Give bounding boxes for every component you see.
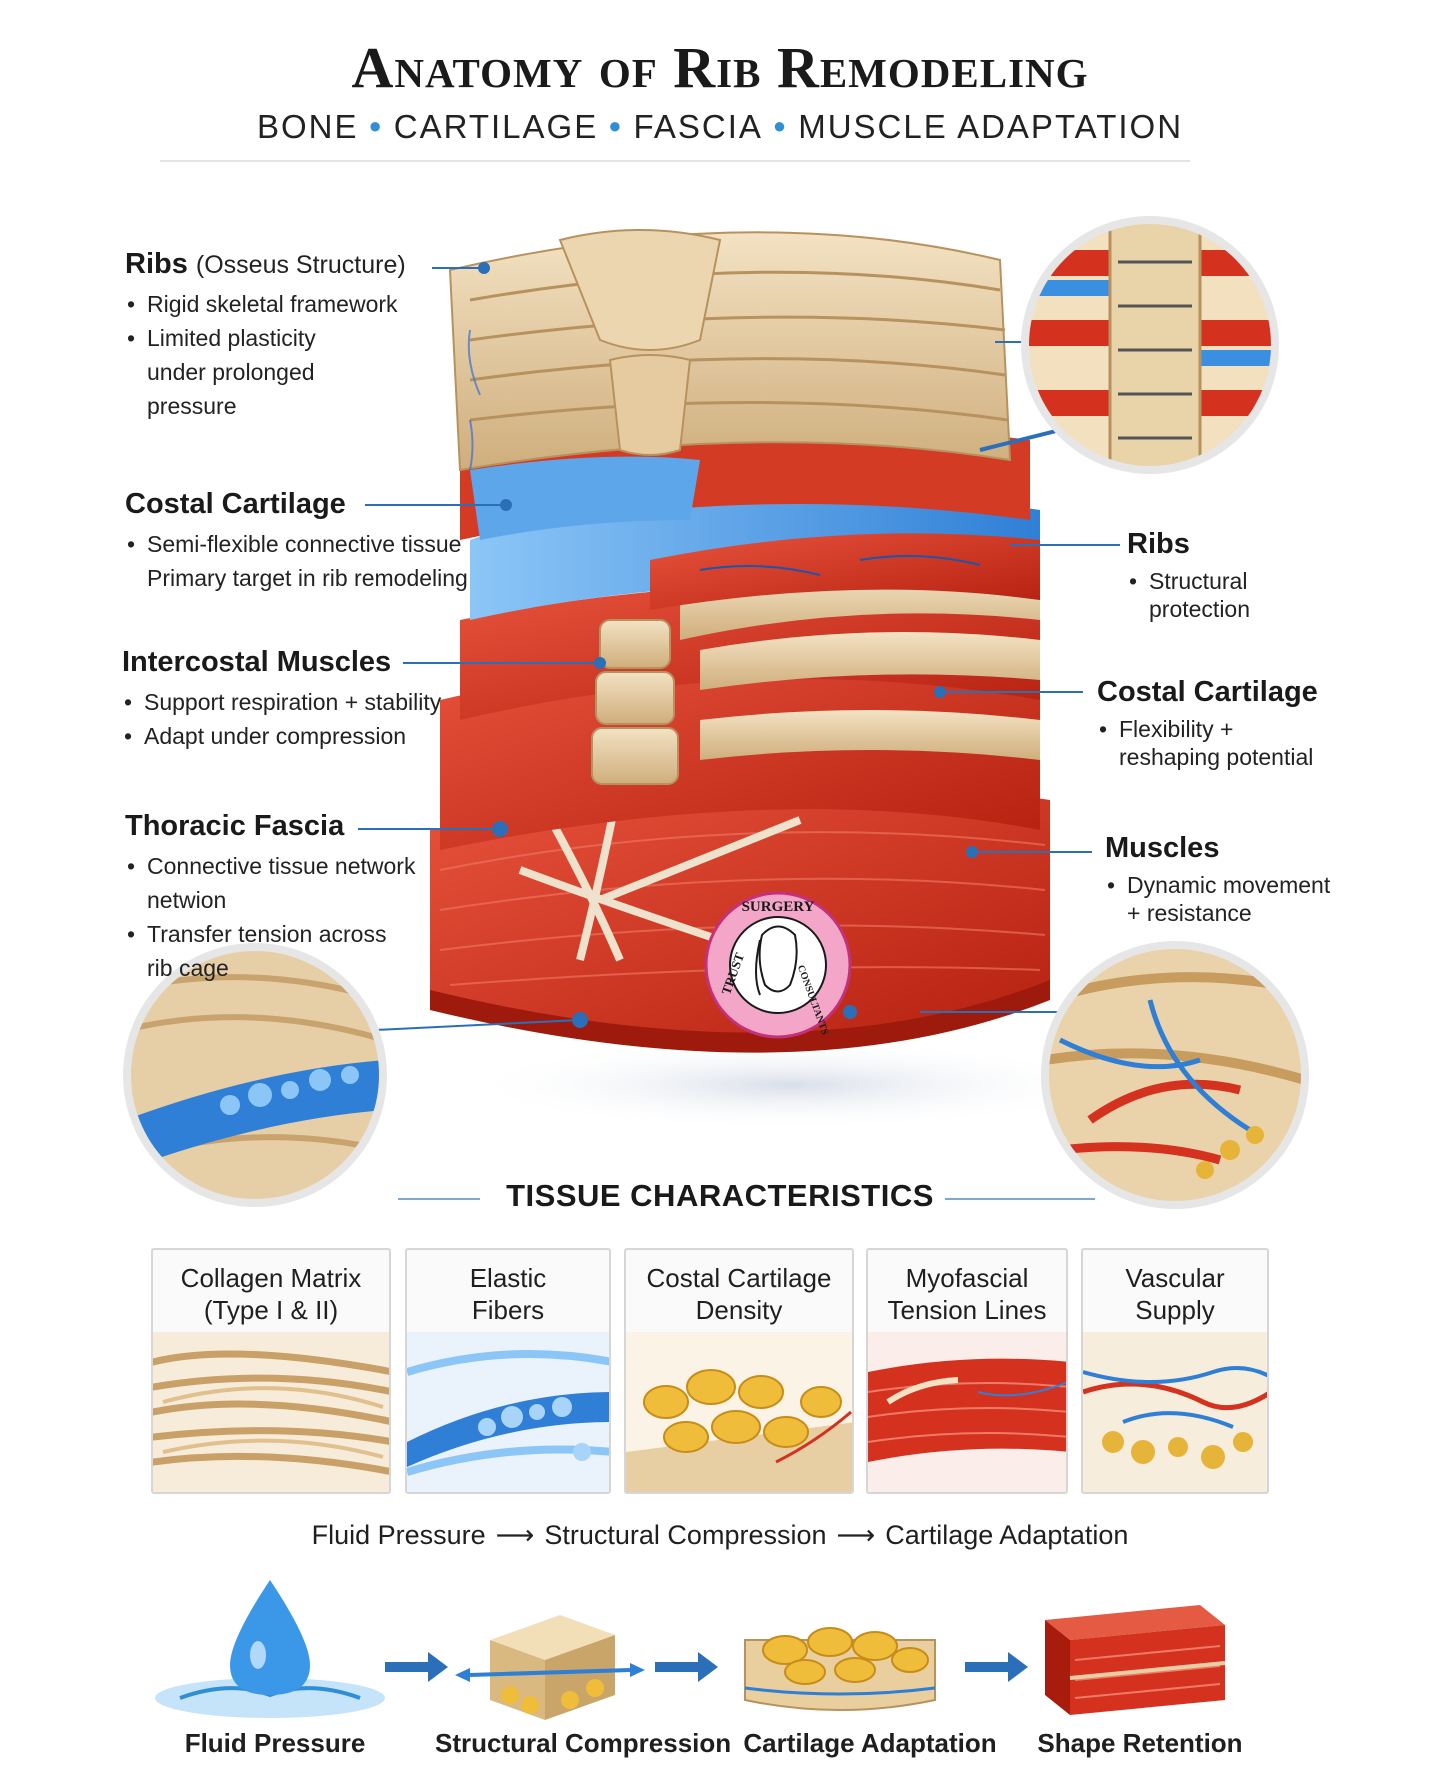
- label-bullet: Structural: [1127, 567, 1250, 595]
- section-line-left: [398, 1198, 480, 1200]
- process-caption: Shape Retention: [1037, 1728, 1243, 1758]
- label-bullet: Dynamic movement: [1105, 871, 1330, 899]
- label-ribs-osseus: Ribs (Osseus Structure) Rigid skeletal f…: [125, 248, 406, 423]
- card-title-line1: Collagen Matrix: [180, 1263, 362, 1293]
- label-bullet-cont: rib cage: [147, 955, 229, 981]
- card-title-line1: Elastic: [469, 1263, 547, 1293]
- label-bullet: Transfer tension across: [125, 917, 415, 951]
- subtitle-muscle: MUSCLE ADAPTATION: [798, 108, 1184, 145]
- vascular-network-icon: [1083, 1332, 1267, 1492]
- flow-step: Cartilage Adaptation: [885, 1520, 1129, 1550]
- card-title-line2: Fibers: [471, 1295, 545, 1325]
- cartilage-cells-icon: [626, 1332, 852, 1492]
- process-caption: Fluid Pressure: [184, 1728, 366, 1758]
- card-title-line2: Supply: [1135, 1295, 1215, 1325]
- header-divider: [160, 160, 1190, 162]
- card-title-line2: Density: [695, 1295, 783, 1325]
- section-line-right: [945, 1198, 1095, 1200]
- cartilage-tray-icon: [744, 1627, 936, 1711]
- label-thoracic-fascia: Thoracic Fascia Connective tissue networ…: [125, 810, 415, 985]
- subtitle-cartilage: CARTILAGE: [393, 108, 599, 145]
- subtitle-bone: BONE: [256, 108, 359, 145]
- arrow-right-icon: ⟶: [836, 1520, 876, 1550]
- card-title-line1: Vascular: [1125, 1263, 1225, 1293]
- section-title-tissue: TISSUE CHARACTERISTICS: [506, 1178, 934, 1213]
- label-title-text: Ribs: [125, 248, 188, 280]
- arrow-right-icon: [385, 1652, 448, 1682]
- label-costal-cartilage: Costal Cartilage Semi-flexible connectiv…: [125, 488, 468, 595]
- label-costal-cartilage-flex: Costal Cartilage Flexibility + reshaping…: [1097, 676, 1318, 771]
- muscle-fibers-icon: [868, 1332, 1066, 1492]
- arrow-right-icon: ⟶: [495, 1520, 535, 1550]
- label-bullet: Rigid skeletal framework: [125, 287, 406, 321]
- page-title: Anatomy of Rib Remodeling: [351, 35, 1089, 100]
- label-bullet: Semi-flexible connective tissue: [125, 527, 468, 561]
- label-title: Costal Cartilage: [1097, 676, 1318, 708]
- label-bullet-cont: protection: [1149, 596, 1251, 622]
- arrow-right-icon: [655, 1652, 718, 1682]
- flow-step: Fluid Pressure: [311, 1520, 486, 1550]
- label-bullet: Limited plasticity: [125, 321, 406, 355]
- dot-icon: ●: [368, 113, 384, 138]
- stamp-logo: [704, 891, 852, 1039]
- process-caption: Cartilage Adaptation: [743, 1728, 997, 1758]
- elastic-fibers-icon: [407, 1332, 609, 1492]
- label-bullet: Support respiration + stability: [122, 685, 441, 719]
- label-bullet-cont: + resistance: [1127, 900, 1252, 926]
- muscle-block-icon: [1045, 1605, 1226, 1715]
- label-bullet: Adapt under compression: [122, 719, 441, 753]
- label-bullet-cont: pressure: [147, 393, 237, 419]
- label-bullet-cont: Primary target in rib remodeling: [147, 565, 468, 591]
- label-title: Ribs (Osseus Structure): [125, 248, 406, 281]
- label-title: Costal Cartilage: [125, 488, 346, 520]
- page-subtitle: BONE ● CARTILAGE ● FASCIA ● MUSCLE ADAPTATION: [0, 108, 1440, 146]
- label-title: Muscles: [1105, 832, 1220, 864]
- stamp-text-top: SURGERY: [741, 899, 815, 915]
- dot-icon: ●: [608, 113, 624, 138]
- label-bullet: Flexibility +: [1097, 715, 1318, 743]
- process-caption: Structural Compression: [435, 1728, 732, 1758]
- label-subtitle: (Osseus Structure): [195, 251, 406, 279]
- label-muscles: Muscles Dynamic movement + resistance: [1105, 832, 1330, 927]
- card-title: Collagen Matrix(Type I & II): [153, 1262, 389, 1326]
- process-illustrations: [155, 1580, 1226, 1720]
- arrow-right-icon: [965, 1652, 1028, 1682]
- card-collagen-matrix: Collagen Matrix(Type I & II): [151, 1248, 391, 1494]
- label-bullet: Connective tissue network: [125, 849, 415, 883]
- label-title: Intercostal Muscles: [122, 646, 392, 678]
- label-ribs-protection: Ribs Structural protection: [1127, 528, 1250, 623]
- label-bullet-cont: netwion: [147, 887, 227, 913]
- compression-block-icon: [455, 1615, 645, 1720]
- card-title-line1: Myofascial: [905, 1263, 1029, 1293]
- water-drop-icon: [155, 1580, 385, 1718]
- card-title-line1: Costal Cartilage: [646, 1263, 832, 1293]
- label-bullet-cont: reshaping potential: [1119, 744, 1314, 770]
- label-intercostal-muscles: Intercostal Muscles Support respiration …: [122, 646, 441, 753]
- card-title-line2: Tension Lines: [887, 1295, 1047, 1325]
- subtitle-fascia: FASCIA: [633, 108, 763, 145]
- flow-step: Structural Compression: [544, 1520, 827, 1550]
- dot-icon: ●: [772, 113, 789, 138]
- label-bullet-cont: under prolonged: [147, 359, 315, 385]
- card-title-line2: (Type I & II): [203, 1295, 339, 1325]
- label-title: Ribs: [1127, 528, 1190, 560]
- label-title: Thoracic Fascia: [125, 810, 345, 842]
- collagen-fibers-icon: [153, 1332, 389, 1492]
- flow-summary: Fluid Pressure ⟶ Structural Compression ⟶ Ca…: [0, 1520, 1440, 1551]
